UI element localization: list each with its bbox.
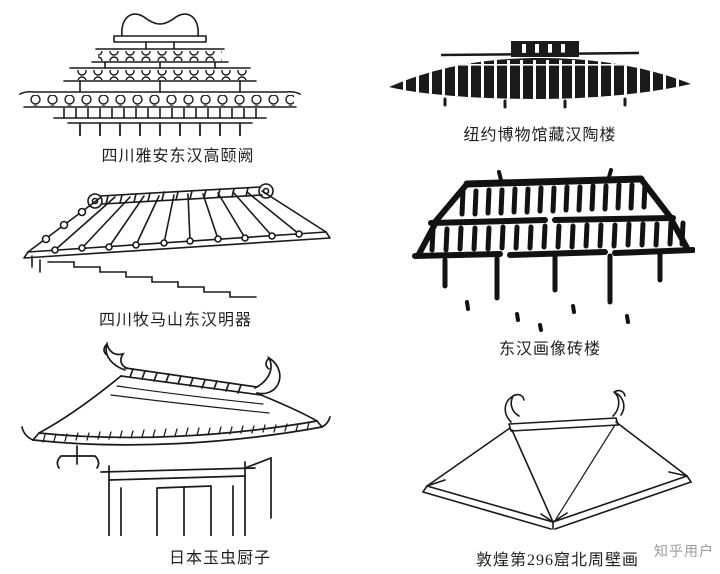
figure-han-brick-tower: 东汉画像砖楼: [405, 168, 695, 359]
tamamushi-shrine-sketch: [21, 340, 331, 536]
dunhuang-mural-roof-sketch: [422, 389, 692, 530]
han-brick-tower-sketch: [412, 168, 695, 332]
watermark: 知乎用户: [654, 543, 714, 559]
figure-mumashan-mingqi: 四川牧马山东汉明器: [8, 172, 343, 330]
figure-caption: 东汉画像砖楼: [498, 341, 601, 358]
figure-dunhuang-mural: 敦煌第296窟北周壁画: [415, 388, 700, 570]
figure-caption: 纽约博物馆藏汉陶楼: [463, 127, 617, 144]
gaoyi-que-roof-sketch: [19, 13, 301, 136]
figure-caption: 四川雅安东汉高颐阙: [101, 148, 255, 165]
mumashan-mingqi-sketch: [23, 183, 331, 298]
figure-ny-pottery-tower: 纽约博物馆藏汉陶楼: [385, 35, 695, 145]
figure-caption: 日本玉虫厨子: [168, 550, 271, 567]
figure-caption: 敦煌第296窟北周壁画: [475, 552, 639, 569]
figure-tamamushi-shrine: 日本玉虫厨子: [15, 338, 335, 568]
figure-gaoyi-que: 四川雅安东汉高颐阙: [10, 6, 310, 166]
han-pottery-tower-sketch: [389, 41, 691, 109]
figure-caption: 四川牧马山东汉明器: [98, 312, 252, 329]
